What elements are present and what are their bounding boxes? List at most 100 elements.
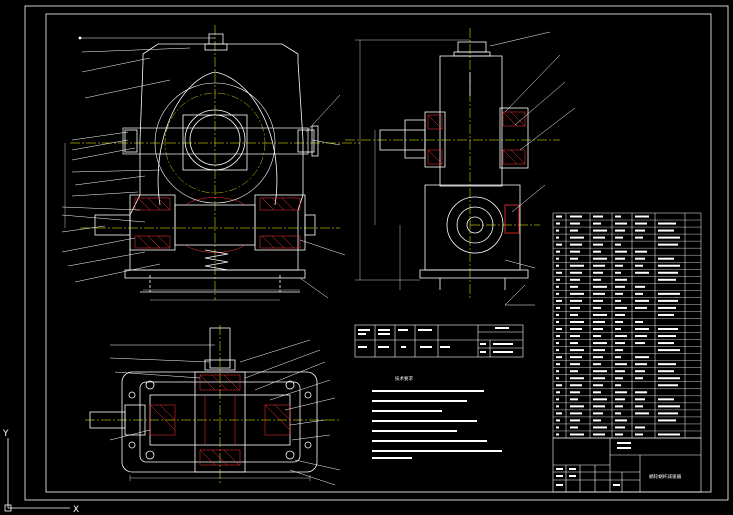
parts-list-cell-mark [593,236,605,239]
parts-list-cell-mark [593,243,603,246]
top-view [85,325,340,485]
parts-list-cell-mark [615,306,627,309]
parts-list-cell-mark [615,384,621,387]
parts-list-cell-mark [635,398,645,401]
parts-list-cell-mark [593,250,601,253]
parts-list-cell-mark [593,320,605,323]
parts-list-cell-mark [556,419,560,422]
parts-list-cell-mark [593,271,603,274]
housing-base [124,269,306,279]
parts-list-cell-mark [635,299,649,302]
parts-list-cell-mark [593,384,603,387]
parts-list-cell-mark [556,426,559,429]
parts-list-cell-mark [615,271,621,274]
worm-shaft-bearings [94,194,316,251]
parts-list-cell-mark [556,306,560,309]
parts-list-cell-mark [556,370,559,373]
parts-list-cell-mark [556,356,562,359]
front-dimensions [64,143,300,301]
parts-list-cell-mark [635,257,645,260]
parts-list-cell-mark [556,377,559,380]
parts-list-cell-mark [593,391,601,394]
parts-list-cell-mark [570,257,578,260]
parts-list-cell-mark [570,370,578,373]
parts-list-cell-mark [615,349,623,352]
parts-list-rows [553,219,701,432]
parts-list-cell-mark [570,363,580,366]
title-block-marks [556,442,631,486]
parts-list-cell-mark [658,384,678,387]
parts-list-cell-mark [593,356,603,359]
parts-list-cell-mark [593,433,605,436]
parts-list-cell-mark [570,243,582,246]
parts-list-cell-mark [556,264,559,267]
parts-list-cell-mark [658,257,674,260]
parts-list-cell-mark [593,335,601,338]
parts-list-cell-mark [658,243,678,246]
parts-list-cell-mark [615,370,625,373]
ucs-axis-y: Y [2,429,9,439]
parts-list-cell-mark [635,363,647,366]
parts-list-cell-mark [593,328,603,331]
parts-list-cell-mark [570,349,584,352]
parts-list-cell-mark [570,222,580,225]
parts-list-cell-mark [570,412,582,415]
parts-list-cell-mark [570,215,582,218]
parts-list-cell-mark [635,335,647,338]
parts-list-cell-mark [658,433,680,436]
parts-list-cell-mark [615,419,627,422]
parts-list-cell-mark [570,306,580,309]
parts-list-cell-mark [635,342,645,345]
parts-list-cell-mark [658,278,676,281]
characteristics-table-marks [358,327,513,353]
parts-list-cell-mark [556,292,559,295]
parts-list-cell-mark [570,328,582,331]
front-section-hatching [134,197,301,253]
parts-list-cell-mark [635,285,645,288]
parts-list-cell-mark [635,222,647,225]
parts-list-cell-mark [615,356,621,359]
tech-notes-heading: 技术要求 [395,375,413,382]
parts-list-cell-mark [658,335,676,338]
parts-list-marks [556,215,680,436]
parts-list-cell-mark [615,278,627,281]
parts-list-cell-mark [570,264,584,267]
parts-list-cell-mark [658,264,680,267]
parts-list-cell-mark [593,412,603,415]
parts-list-cell-mark [658,377,680,380]
parts-list-cell-mark [556,384,562,387]
parts-list-cell-mark [593,285,607,288]
parts-list-cell-mark [635,412,649,415]
parts-list-cell-mark [593,398,607,401]
parts-list-cell-mark [556,405,559,408]
parts-list-cell-mark [615,257,625,260]
title-block [552,437,702,493]
parts-list-cell-mark [658,412,678,415]
parts-list-cell-mark [593,313,607,316]
front-view-centerlines [70,25,360,300]
oil-level-spring [204,249,229,271]
parts-list-cell-mark [556,278,560,281]
parts-list-cell-mark [556,243,562,246]
parts-list-cell-mark [570,342,578,345]
parts-list-cell-mark [593,377,605,380]
parts-list-cell-mark [556,222,560,225]
parts-list-cell-mark [635,264,643,267]
parts-list-cell-mark [593,419,601,422]
parts-list-cell-mark [556,335,560,338]
parts-list-cell-mark [635,377,643,380]
parts-list-cell-mark [593,215,603,218]
parts-list-cell-mark [556,257,559,260]
parts-list-cell-mark [556,215,562,218]
parts-list-cell-mark [615,236,623,239]
side-view-leaders [489,31,576,306]
parts-list-cell-mark [570,313,578,316]
side-housing [439,55,503,187]
parts-list-cell-mark [570,356,582,359]
parts-list-cell-mark [615,264,623,267]
parts-list-cell-mark [635,356,649,359]
parts-list-cell-mark [658,419,676,422]
parts-list-cell-mark [556,229,559,232]
parts-list-cell-mark [556,349,559,352]
